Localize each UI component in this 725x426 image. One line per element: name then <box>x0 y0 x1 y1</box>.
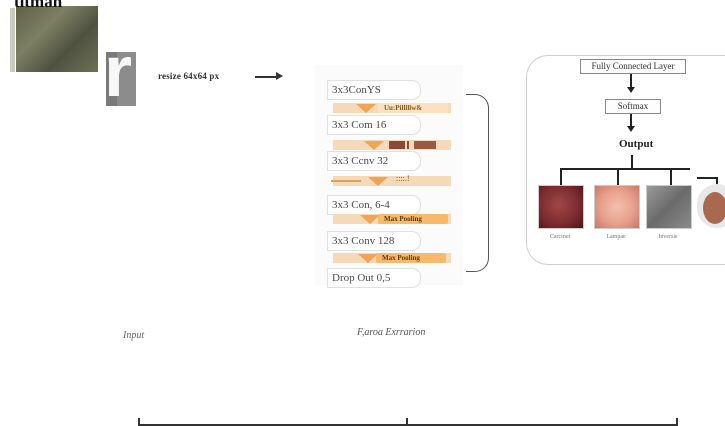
class-image-1 <box>538 185 584 229</box>
cut-title: titman <box>14 0 63 11</box>
feature-extraction-caption: F,aroa Exrrarion <box>357 327 426 338</box>
pool-label-4: Max Pooling <box>378 214 448 224</box>
input-thumbnail-image <box>16 6 98 72</box>
bottom-tick-left <box>138 418 140 425</box>
down-arrow-icon <box>360 215 380 224</box>
tree-bar <box>560 168 690 170</box>
class-caption-3: Inversie <box>658 234 678 240</box>
tree-drop-2 <box>617 168 619 185</box>
input-glyph: r <box>104 32 133 112</box>
down-arrow-icon <box>364 141 384 150</box>
input-thumbnail-edge <box>10 8 15 72</box>
classifier-panel <box>526 55 725 265</box>
pool-mark-2 <box>407 141 409 149</box>
arrow-line-2 <box>630 114 632 127</box>
class-image-3 <box>646 185 692 229</box>
tree-drop-1 <box>560 168 562 185</box>
dropout-layer: Drop Out 0,5 <box>327 268 421 288</box>
arrow-down-icon <box>627 87 635 93</box>
conv-layer-4: 3x3 Con, 6-4 <box>327 195 421 215</box>
output-label: Output <box>619 138 654 150</box>
side-connector <box>697 177 717 179</box>
input-glyph-block: r <box>104 36 136 108</box>
feature-bracket <box>466 94 489 272</box>
bottom-tick-right <box>676 418 678 425</box>
conv-layer-1: 3x3ConYS <box>327 80 421 100</box>
pool-label-5: Max Pooling <box>376 253 446 263</box>
pool-mark-3 <box>414 141 436 149</box>
side-image <box>703 192 725 224</box>
pool-label-3: ::::.! <box>396 174 410 183</box>
bottom-tick-middle <box>406 418 408 425</box>
pool-line <box>331 180 361 182</box>
input-caption: Input <box>123 330 145 341</box>
conv-layer-2: 3x3 Com 16 <box>327 115 421 135</box>
class-caption-2: Lampae <box>606 234 626 240</box>
conv-layer-3: 3x3 Ccnv 32 <box>327 151 421 171</box>
resize-arrow-icon <box>255 76 277 78</box>
arrow-down-icon <box>627 126 635 132</box>
side-connector-drop <box>716 177 718 187</box>
resize-arrow-head-icon <box>276 72 283 80</box>
down-arrow-icon <box>358 254 378 263</box>
tree-stem <box>631 155 633 169</box>
class-image-2 <box>594 185 640 229</box>
pool-band-3 <box>333 176 451 186</box>
softmax-box: Softmax <box>605 99 661 114</box>
down-arrow-icon <box>356 104 376 113</box>
pool-mark-1 <box>389 141 405 149</box>
resize-label: resize 64x64 px <box>158 71 220 81</box>
tree-drop-3 <box>670 168 672 185</box>
arrow-line-1 <box>630 74 632 88</box>
fully-connected-box: Fully Connected Layer <box>580 59 686 74</box>
class-caption-1: Carcinet <box>549 234 571 240</box>
pool-label-1: Uu:Pilllllw& <box>378 103 448 113</box>
down-arrow-icon <box>368 177 388 186</box>
conv-layer-5: 3x3 Conv 128 <box>327 231 421 251</box>
